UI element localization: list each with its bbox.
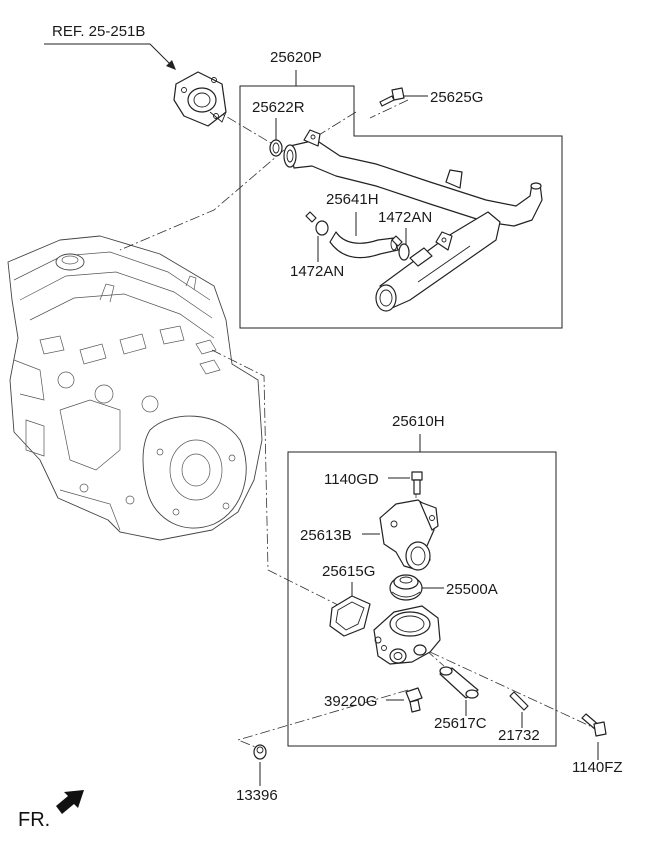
box-25610H bbox=[287, 451, 557, 747]
label-25610H: 25610H bbox=[392, 413, 445, 430]
label-21732: 21732 bbox=[498, 727, 540, 744]
water-pipe-25620P bbox=[283, 129, 543, 312]
bolt-1140FZ bbox=[581, 713, 607, 737]
hose-25641H bbox=[329, 231, 399, 259]
label-25625G: 25625G bbox=[430, 89, 483, 106]
gasket-25615G bbox=[329, 595, 371, 637]
label-39220G: 39220G bbox=[324, 693, 377, 710]
plug-13396 bbox=[253, 744, 267, 760]
thermostat-25500A bbox=[389, 574, 423, 601]
pin-21732 bbox=[509, 691, 529, 711]
water-pump-housing-part bbox=[173, 71, 227, 127]
label-1140FZ: 1140FZ bbox=[572, 759, 623, 776]
bolt-25625G bbox=[379, 87, 405, 107]
label-1472AN-lower: 1472AN bbox=[290, 263, 344, 280]
label-25613B: 25613B bbox=[300, 527, 352, 544]
ref-leader-line bbox=[44, 43, 173, 67]
o-ring-25622R bbox=[269, 139, 283, 157]
thermostat-cover-25613B bbox=[379, 499, 439, 571]
label-25615G: 25615G bbox=[322, 563, 375, 580]
clamp-1472AN-lower bbox=[305, 211, 329, 236]
label-25622R: 25622R bbox=[252, 99, 305, 116]
pipe-25617C bbox=[439, 666, 479, 699]
box-25620P bbox=[239, 85, 563, 329]
thermostat-housing-part bbox=[373, 605, 441, 665]
label-25617C: 25617C bbox=[434, 715, 487, 732]
label-13396: 13396 bbox=[236, 787, 278, 804]
front-direction-arrow-icon bbox=[56, 790, 84, 814]
engine-block-illustration bbox=[7, 235, 263, 541]
bolt-1140GD bbox=[411, 471, 423, 495]
label-1472AN-upper: 1472AN bbox=[378, 209, 432, 226]
ref-label: REF. 25-251B bbox=[52, 23, 145, 40]
front-label: FR. bbox=[18, 809, 50, 831]
label-1140GD: 1140GD bbox=[324, 471, 379, 488]
label-25620P: 25620P bbox=[270, 49, 322, 66]
ref-arrow-icon bbox=[166, 60, 176, 70]
sensor-39220G bbox=[405, 687, 423, 713]
label-25500A: 25500A bbox=[446, 581, 498, 598]
label-25641H: 25641H bbox=[326, 191, 379, 208]
clamp-1472AN-upper bbox=[391, 235, 410, 261]
